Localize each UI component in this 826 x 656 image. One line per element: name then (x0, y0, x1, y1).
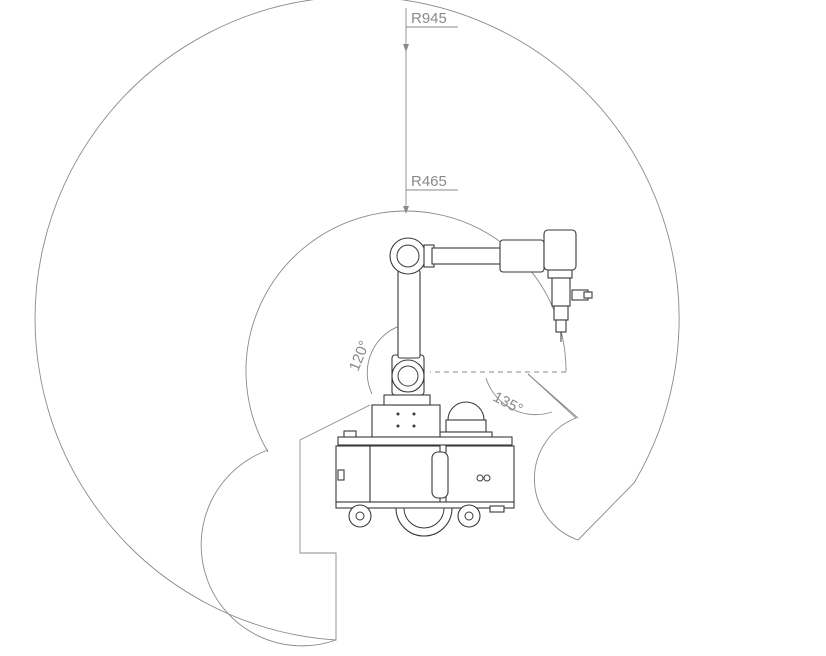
controller-box (371, 404, 441, 438)
r465-arrowhead (403, 206, 409, 214)
chassis-right-panel (445, 445, 515, 503)
wrist-joint (543, 229, 577, 271)
mobile-base (335, 394, 515, 537)
outer-envelope-inner-lobe (200, 449, 337, 647)
angle-135-label: 135° (490, 389, 525, 419)
caster-left (348, 504, 372, 528)
r945-arrowhead (403, 44, 409, 52)
gripper (551, 277, 571, 307)
r465-label: R465 (411, 173, 447, 190)
angle-135-ref-line-2 (527, 373, 579, 419)
inner-reach-envelope (245, 210, 567, 453)
upper-arm (397, 269, 421, 359)
angle-120-arc (366, 323, 407, 395)
forearm (431, 247, 503, 265)
outer-reach-envelope (34, 0, 680, 641)
chassis-center-panel (369, 445, 441, 503)
caster-right (457, 504, 481, 528)
robot-arm (389, 229, 593, 396)
inner-envelope-right-lobe (527, 373, 579, 541)
drive-wheel (395, 507, 453, 537)
sensor-dome (447, 401, 485, 421)
elbow-joint (389, 237, 427, 275)
angle-135-arc (485, 377, 553, 416)
emergency-stop (343, 430, 357, 438)
angle-120-label: 120° (346, 338, 373, 373)
shoulder-joint (391, 359, 425, 393)
r945-label: R945 (411, 10, 447, 27)
